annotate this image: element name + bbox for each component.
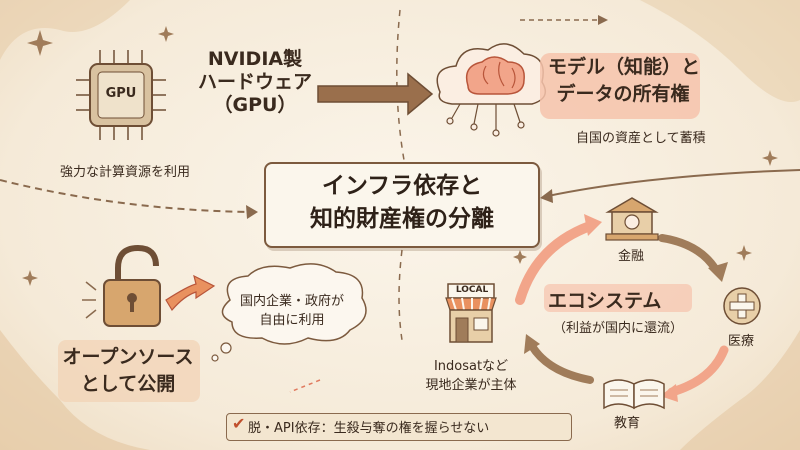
corner-wash-bottom-left: [0, 330, 150, 450]
divider-top: [396, 9, 405, 161]
bank-icon: [605, 197, 659, 241]
gpu-chip-icon: [76, 50, 166, 140]
model-title-line2: データの所有権: [556, 83, 690, 105]
open-book-icon: [603, 379, 665, 410]
medical-label: 医療: [728, 334, 755, 349]
divider-bottom: [398, 249, 403, 341]
ecosystem-title: エコシステム: [548, 290, 662, 312]
lock-release-arrow: [165, 274, 216, 312]
corner-wash-top-left: [0, 0, 130, 60]
ecosystem-title-highlight: [544, 284, 692, 312]
local-companies-text: Indosatなど 現地企業が主体: [415, 357, 527, 395]
open-source-title: オープンソース として公開: [48, 344, 208, 398]
local-companies-line1: Indosatなど: [433, 359, 509, 374]
model-title-highlight: [540, 53, 700, 119]
dashed-arrow-top-right-head: [598, 15, 608, 25]
hardware-to-model-arrow: [317, 72, 434, 116]
hardware-title-line2: ハードウェア: [197, 71, 312, 93]
dashed-arrow-bubble: [289, 379, 321, 393]
check-icon: ✔: [232, 414, 246, 433]
corner-wash-top-right: [640, 0, 800, 102]
bubble-text: 国内企業・政府が 自由に利用: [222, 292, 362, 330]
bottom-banner: [226, 413, 572, 441]
brain-cloud-icon: [436, 43, 547, 137]
education-label: 教育: [614, 416, 641, 431]
sparkles: [22, 26, 778, 286]
open-source-highlight: [58, 340, 200, 402]
hardware-subtitle: 強力な計算資源を利用: [60, 165, 191, 180]
ecosystem-subtitle: （利益が国内に還流）: [553, 321, 684, 336]
hardware-title-line3: （GPU）: [213, 94, 297, 116]
medical-cross-icon: [723, 287, 761, 325]
local-store-icon: [445, 283, 497, 343]
thought-bubble: [211, 263, 367, 362]
central-concept-box: [264, 162, 540, 248]
model-title: モデル（知能）と データの所有権: [548, 54, 701, 108]
corner-wash-bottom-right: [680, 330, 800, 450]
dashed-arrow-left-line: [0, 179, 251, 213]
model-subtitle: 自国の資産として蓄積: [576, 131, 706, 146]
open-source-title-line2: として公開: [80, 373, 176, 395]
local-companies-line2: 現地企業が主体: [425, 378, 517, 393]
central-title-line2: 知的財産権の分離: [310, 206, 494, 232]
central-title-line1: インフラ依存と: [321, 173, 483, 199]
bubble-text-line2: 自由に利用: [259, 313, 325, 328]
ecosystem-cycle-arrows: [515, 214, 729, 402]
central-concept-title: インフラ依存と 知的財産権の分離: [268, 170, 536, 236]
dashed-arrow-left-head: [246, 205, 258, 219]
open-padlock-icon: [82, 244, 161, 327]
curve-arrow-right-line: [547, 169, 800, 197]
curve-arrow-right-head: [540, 189, 553, 203]
model-title-line1: モデル（知能）と: [548, 56, 701, 78]
hardware-title: NVIDIA製 ハードウェア （GPU）: [196, 48, 314, 117]
banner-text: 脱・API依存：生殺与奪の権を握らせない: [248, 421, 490, 436]
gpu-chip-label: GPU: [105, 86, 137, 101]
store-sign: LOCAL: [455, 285, 489, 295]
bubble-text-line1: 国内企業・政府が: [239, 294, 344, 309]
open-source-title-line1: オープンソース: [62, 346, 194, 368]
finance-label: 金融: [618, 249, 645, 264]
hardware-title-line1: NVIDIA製: [207, 48, 303, 70]
